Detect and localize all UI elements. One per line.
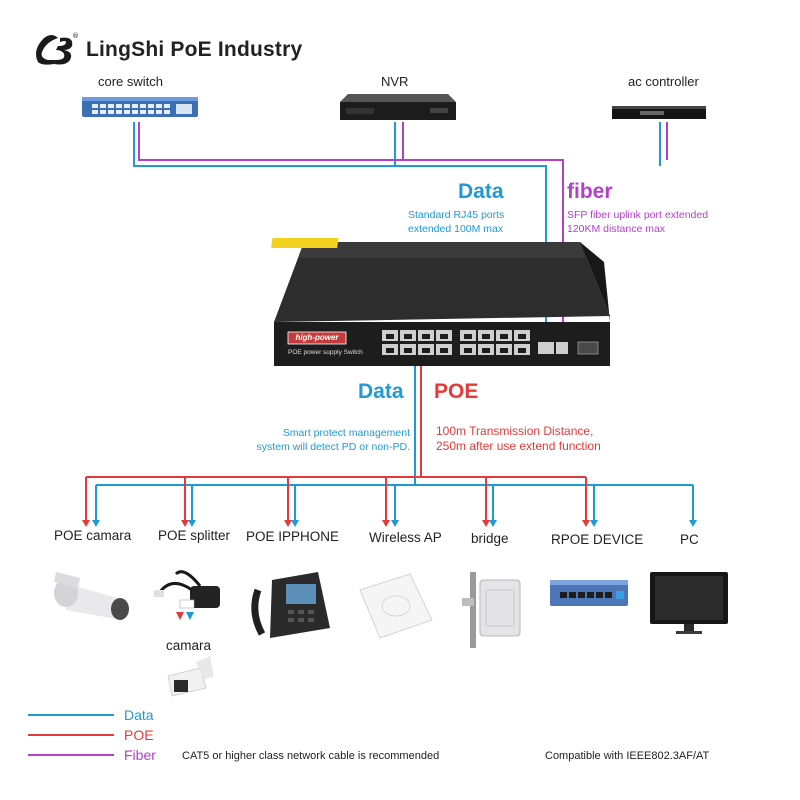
poe-camera-icon — [54, 572, 129, 620]
ac-controller-icon — [612, 106, 706, 119]
top-device-label-core-switch: core switch — [98, 74, 164, 89]
legend-item-data: Data — [28, 705, 156, 725]
legend-label-fiber: Fiber — [124, 747, 156, 763]
upper-fiber-note-line-2: 120KM distance max — [567, 223, 666, 235]
lower-data-note-line-1: Smart protect management — [282, 427, 410, 439]
endpoint-label-poe-camera: POE camara — [54, 528, 132, 543]
rpoe-device-icon — [550, 580, 628, 606]
lower-data-note-line-2: system will detect PD or non-PD. — [256, 441, 410, 453]
brand-header: ® LingShi PoE Industry — [30, 30, 302, 70]
core-switch-icon — [82, 97, 198, 117]
switch-badge: high-power — [295, 333, 339, 342]
legend: Data POE Fiber — [28, 705, 156, 765]
endpoint-label-bridge: bridge — [471, 531, 509, 546]
endpoint-label-rpoe-device: RPOE DEVICE — [551, 532, 644, 547]
lower-poe-note-line-2: 250m after use extend function — [436, 439, 601, 453]
endpoint-label-ip-phone: POE IPPHONE — [246, 529, 340, 544]
legend-label-poe: POE — [124, 727, 154, 743]
pc-monitor-icon — [650, 572, 728, 634]
top-device-label-nvr: NVR — [381, 74, 409, 89]
lower-poe-note-line-1: 100m Transmission Distance, — [436, 424, 594, 438]
legend-swatch-poe — [28, 734, 114, 736]
lower-data-bus — [95, 362, 694, 522]
endpoint-label-wireless-ap: Wireless AP — [369, 530, 442, 545]
svg-text:®: ® — [72, 32, 78, 40]
brand-name: LingShi PoE Industry — [86, 38, 303, 61]
legend-swatch-data — [28, 714, 114, 716]
lower-poe-bus — [85, 362, 587, 522]
lower-data-title: Data — [358, 380, 404, 403]
lower-poe-title: POE — [434, 380, 479, 403]
upper-fiber-title: fiber — [567, 180, 613, 203]
legend-swatch-fiber — [28, 754, 114, 756]
switch-subtitle: POE power supply Switch — [288, 349, 363, 356]
upper-data-title: Data — [458, 180, 504, 203]
upper-fiber-note: SFP fiber uplink port extended 120KM dis… — [567, 208, 708, 236]
endpoint-label-poe-splitter: POE splitter — [158, 528, 231, 543]
lower-data-note: Smart protect management system will det… — [240, 426, 410, 454]
lower-poe-note: 100m Transmission Distance, 250m after u… — [436, 424, 601, 454]
splitter-camera-label: camara — [166, 638, 212, 653]
poe-switch-illustration — [271, 238, 610, 366]
legend-item-poe: POE — [28, 725, 156, 745]
upper-fiber-note-line-1: SFP fiber uplink port extended — [567, 209, 709, 221]
upper-data-note-line-1: Standard RJ45 ports — [408, 209, 505, 221]
legend-label-data: Data — [124, 707, 154, 723]
endpoint-label-pc: PC — [680, 532, 699, 547]
lingshi-logo-icon: ® — [36, 32, 78, 65]
nvr-icon — [340, 94, 456, 120]
bridge-icon — [462, 572, 521, 648]
ip-phone-icon — [251, 572, 330, 638]
top-device-label-ac-controller: ac controller — [628, 74, 699, 89]
upper-data-note-line-2: extended 100M max — [408, 223, 504, 235]
wireless-ap-icon — [359, 573, 433, 639]
upper-data-note: Standard RJ45 ports extended 100M max — [408, 208, 504, 236]
arrow-heads — [82, 520, 697, 527]
cable-recommendation-note: CAT5 or higher class network cable is re… — [182, 750, 440, 762]
compatibility-note: Compatible with IEEE802.3AF/AT — [545, 750, 710, 762]
bullet-camera-icon — [167, 656, 214, 697]
poe-splitter-icon — [154, 570, 220, 620]
legend-item-fiber: Fiber — [28, 745, 156, 765]
